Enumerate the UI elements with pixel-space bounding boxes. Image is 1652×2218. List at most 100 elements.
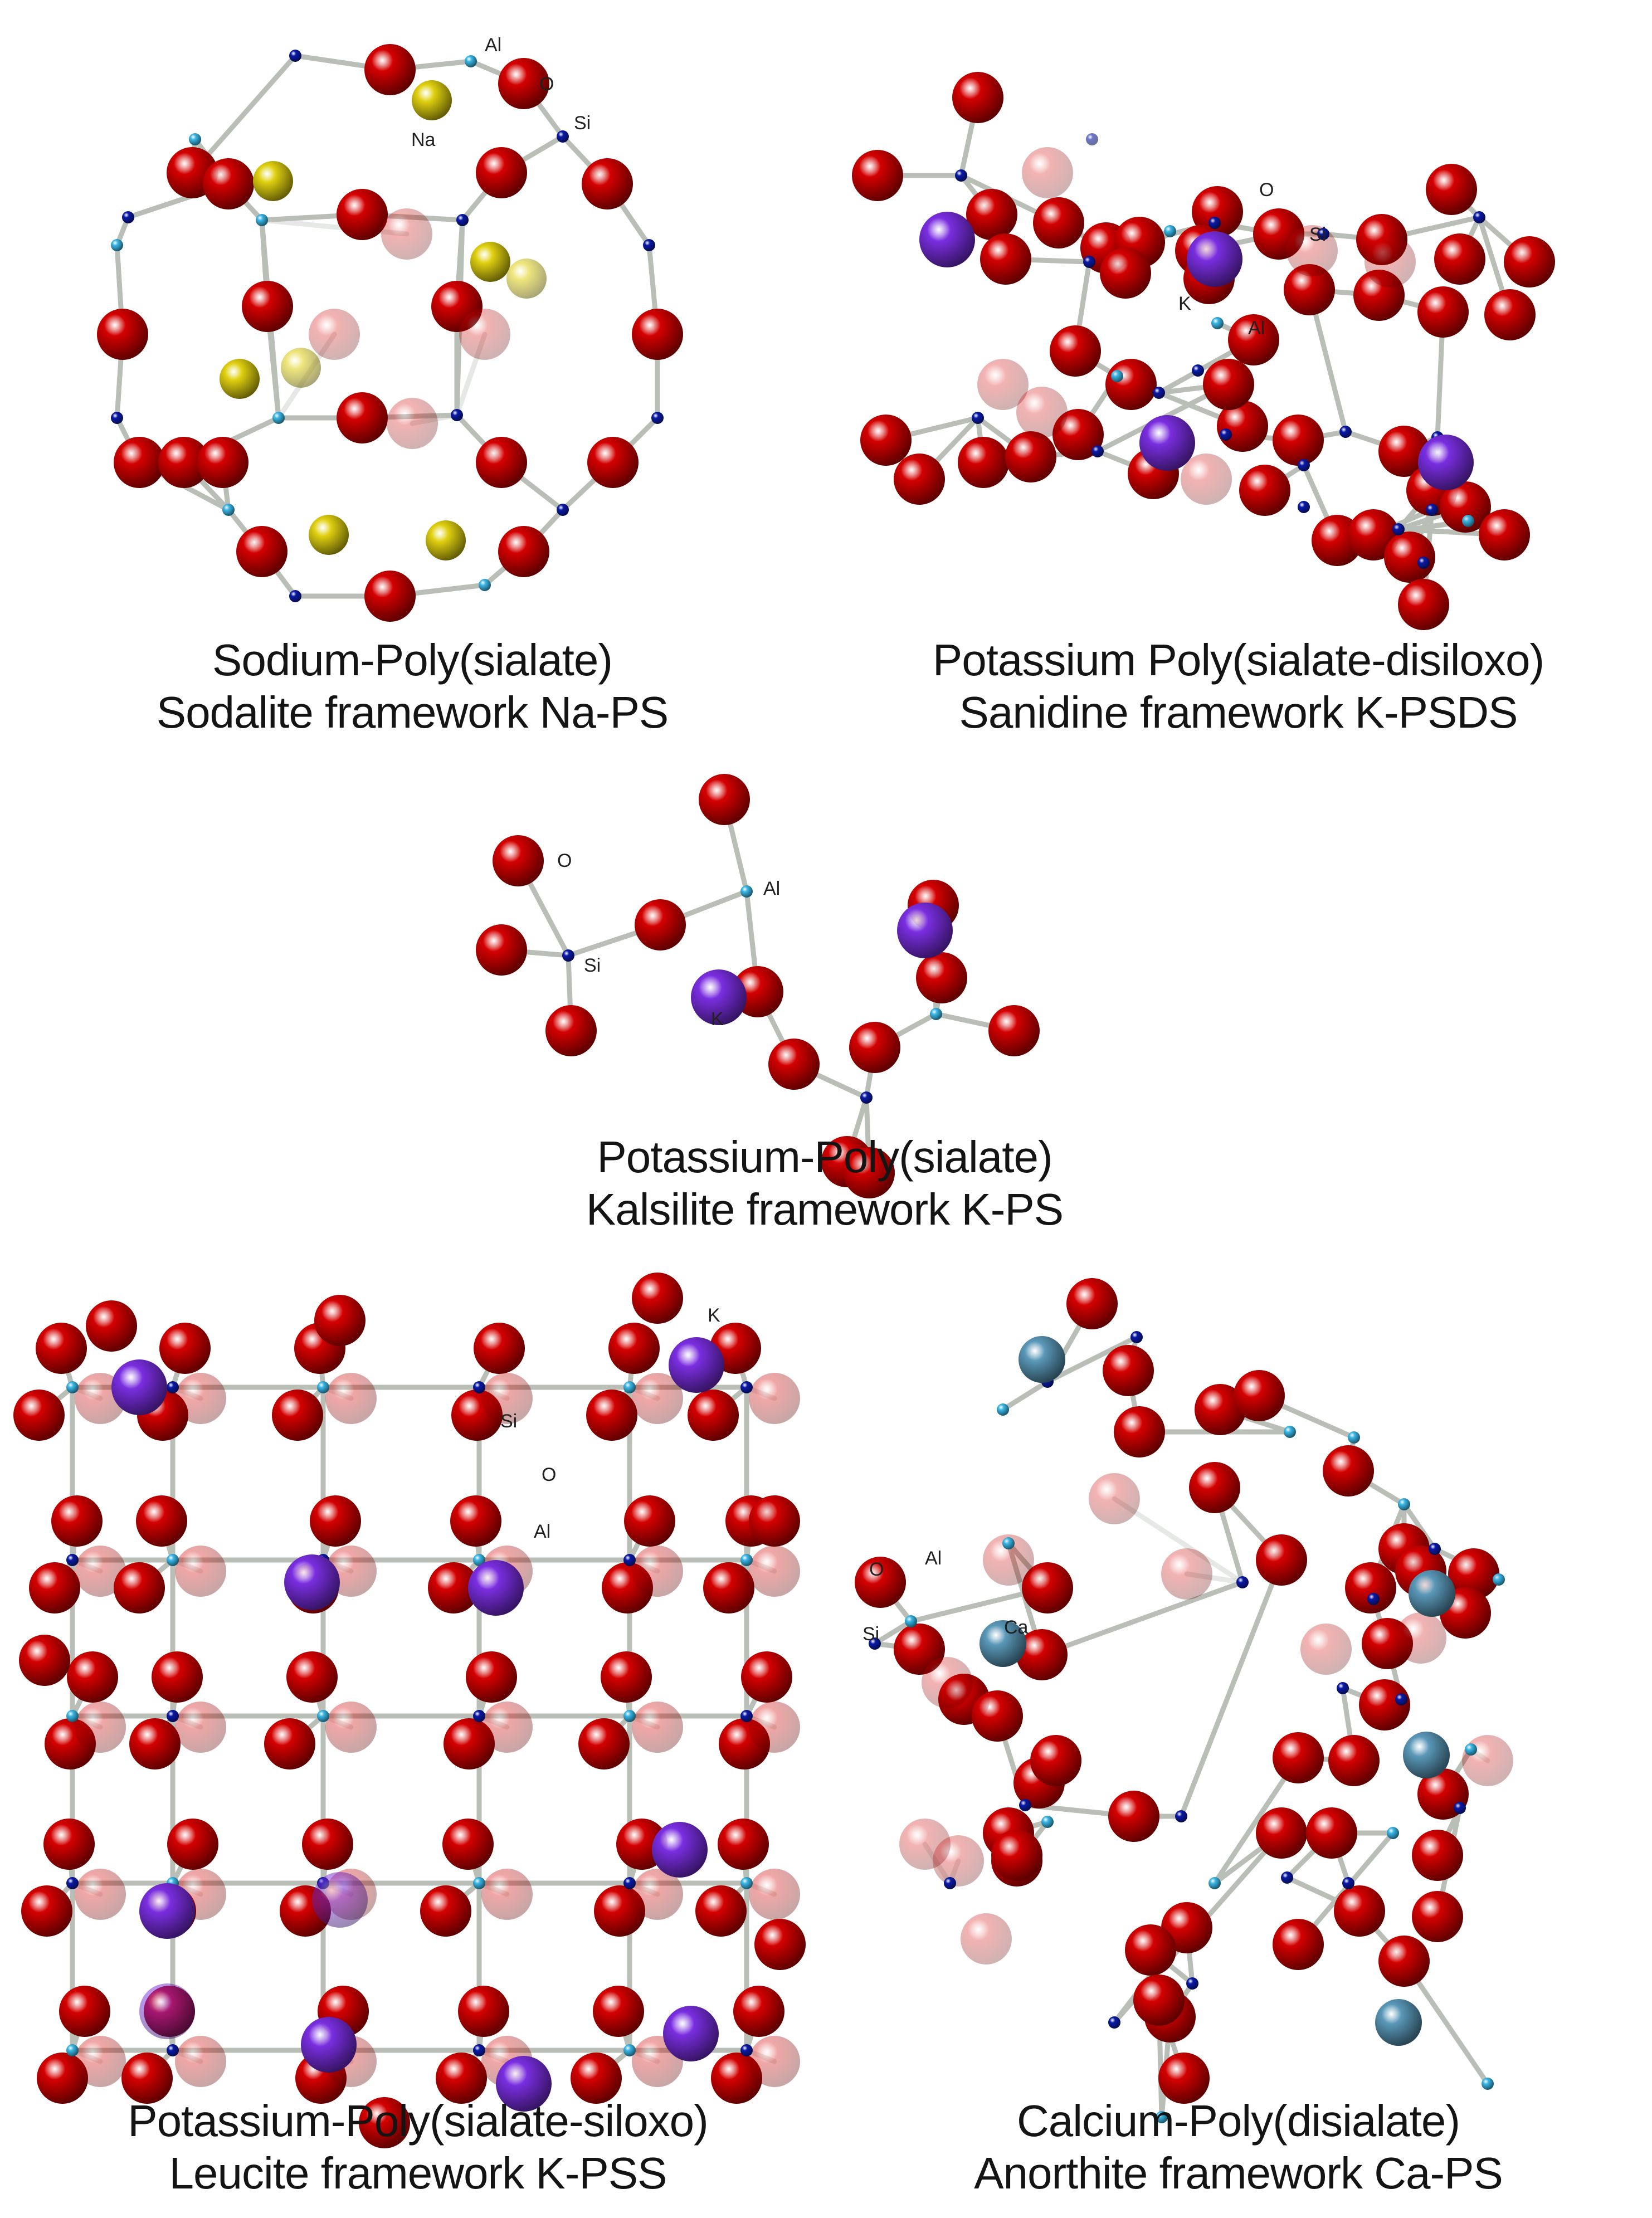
oxygen-atom	[1479, 509, 1530, 560]
oxygen-atom	[152, 1651, 203, 1703]
atom-layer	[13, 1273, 806, 2148]
oxygen-atom	[958, 437, 1009, 488]
oxygen-atom	[75, 2036, 126, 2087]
aluminum-atom	[317, 1381, 329, 1393]
aluminum-atom	[1348, 1431, 1360, 1444]
silicon-atom	[869, 1637, 881, 1650]
oxygen-atom	[175, 2036, 226, 2087]
oxygen-atom	[749, 2036, 800, 2087]
oxygen-atom	[1273, 1732, 1324, 1783]
potassium-ion	[496, 2056, 552, 2112]
oxygen-atom	[972, 1690, 1023, 1742]
calcium-ion	[1375, 1999, 1422, 2046]
caption-anorthite: Calcium-Poly(disialate) Anorthite framew…	[825, 2095, 1652, 2200]
oxygen-atom	[159, 1323, 211, 1374]
silicon-atom	[473, 2044, 485, 2056]
oxygen-atom	[749, 1702, 800, 1753]
potassium-ion	[301, 2017, 357, 2073]
silicon-atom	[1395, 1693, 1407, 1705]
label-k: K	[711, 1008, 724, 1030]
oxygen-atom	[481, 1869, 533, 1920]
potassium-ion	[1187, 231, 1242, 287]
caption-line1: Calcium-Poly(disialate)	[1016, 2096, 1460, 2146]
silicon-atom	[623, 1554, 636, 1566]
oxygen-atom	[571, 2053, 622, 2104]
silicon-atom	[740, 1710, 753, 1722]
oxygen-atom	[29, 1562, 80, 1613]
oxygen-atom	[1256, 1807, 1307, 1859]
oxygen-atom	[21, 1885, 72, 1937]
silicon-atom	[451, 409, 463, 421]
oxygen-atom	[428, 1562, 479, 1613]
oxygen-atom	[1105, 359, 1157, 410]
oxygen-atom	[1133, 1975, 1185, 2026]
oxygen-atom	[75, 1869, 126, 1920]
oxygen-atom	[608, 1323, 660, 1374]
silicon-atom	[1417, 557, 1430, 569]
calcium-ion	[1409, 1570, 1455, 1617]
aluminum-atom	[740, 885, 753, 898]
oxygen-atom	[450, 1495, 501, 1547]
aluminum-atom	[111, 239, 123, 251]
oxygen-atom	[632, 1869, 683, 1920]
oxygen-atom	[203, 158, 254, 209]
oxygen-atom	[601, 1651, 652, 1703]
label-o: O	[869, 1559, 884, 1580]
oxygen-atom	[749, 1869, 800, 1920]
oxygen-atom	[337, 189, 388, 240]
aluminum-atom	[473, 1554, 485, 1566]
aluminum-atom	[740, 1877, 753, 1889]
oxygen-atom	[699, 774, 750, 825]
oxygen-atom	[442, 1819, 494, 1870]
oxygen-atom	[1412, 1891, 1463, 1942]
oxygen-atom	[67, 1651, 118, 1703]
silicon-atom	[562, 949, 574, 962]
aluminum-atom	[1211, 317, 1224, 329]
oxygen-atom	[167, 1819, 218, 1870]
oxygen-atom	[466, 1651, 517, 1703]
sodium-ion	[506, 259, 547, 299]
oxygen-atom	[325, 1702, 377, 1753]
aluminum-atom	[623, 1381, 636, 1393]
oxygen-atom	[476, 437, 527, 488]
potassium-ion	[139, 1983, 195, 2039]
atom-layer	[476, 774, 1040, 1198]
oxygen-atom	[1504, 236, 1555, 287]
silicon-atom	[289, 50, 301, 62]
oxygen-atom	[458, 1986, 509, 2037]
aluminum-atom	[1164, 225, 1176, 237]
oxygen-atom	[1022, 147, 1073, 198]
silicon-atom	[860, 1091, 873, 1104]
panel-sodalite-na-ps: Al O Si Na Sodium-Poly(sialate) Sodalite…	[0, 0, 825, 769]
oxygen-atom	[242, 281, 293, 332]
silicon-atom	[1426, 504, 1438, 516]
bond	[872, 1619, 914, 1646]
oxygen-atom	[1484, 289, 1536, 340]
potassium-ion	[919, 212, 975, 267]
label-al: Al	[485, 35, 501, 56]
silicon-atom	[167, 2044, 179, 2056]
oxygen-atom	[325, 1373, 377, 1424]
oxygen-atom	[1345, 1562, 1396, 1613]
potassium-ion	[669, 1337, 724, 1393]
aluminum-atom	[1493, 1573, 1505, 1586]
silicon-atom	[1019, 1799, 1031, 1811]
aluminum-atom	[623, 2044, 636, 2056]
label-al: Al	[534, 1521, 550, 1542]
label-k: K	[708, 1305, 720, 1326]
oxygen-atom	[768, 1039, 820, 1090]
aluminum-atom	[1398, 1498, 1410, 1510]
aluminum-atom	[66, 1710, 79, 1722]
oxygen-atom	[1100, 247, 1151, 299]
bond	[1045, 1334, 1139, 1385]
oxygen-atom	[749, 1373, 800, 1424]
oxygen-atom	[1016, 1629, 1068, 1680]
oxygen-atom	[632, 1373, 683, 1424]
bond	[1401, 1502, 1437, 1552]
oxygen-atom	[1022, 1562, 1073, 1613]
oxygen-atom	[1448, 1548, 1499, 1600]
oxygen-atom	[1189, 1462, 1240, 1513]
calcium-ion	[1019, 1336, 1065, 1383]
sodium-ion	[253, 161, 293, 201]
silicon-atom	[643, 239, 655, 251]
